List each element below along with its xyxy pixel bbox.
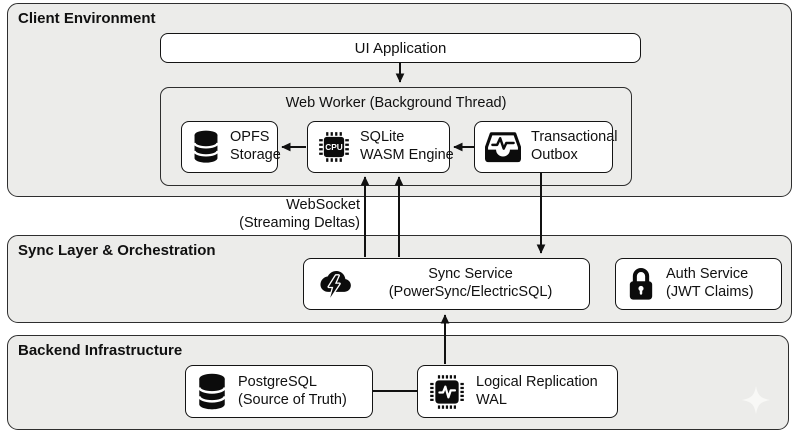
transactional-outbox-label: Transactional Outbox [531, 129, 618, 163]
opfs-storage-node: OPFS Storage [181, 121, 281, 173]
ui-application-node: UI Application [160, 33, 641, 63]
sqlite-wasm-node: CPU SQLite WASM Engine [307, 121, 454, 173]
postgresql-node: PostgreSQL (Source of Truth) [185, 365, 373, 418]
chip-pulse-icon [426, 371, 468, 413]
websocket-edge-label: WebSocket (Streaming Deltas) [239, 197, 360, 231]
cpu-icon: CPU [316, 129, 352, 165]
client-environment-title: Client Environment [18, 10, 156, 27]
auth-service-label: Auth Service (JWT Claims) [666, 266, 754, 300]
backend-infrastructure-title: Backend Infrastructure [18, 342, 183, 359]
postgresql-label: PostgreSQL (Source of Truth) [238, 373, 347, 408]
sparkle-watermark-icon [742, 386, 770, 414]
sync-service-label: Sync Service (PowerSync/ElectricSQL) [388, 266, 553, 300]
lock-icon [624, 265, 658, 303]
web-worker-title: Web Worker (Background Thread) [285, 95, 507, 111]
database-icon [194, 372, 230, 412]
database-icon [190, 129, 222, 165]
opfs-storage-label: OPFS Storage [230, 129, 281, 163]
ui-application-label: UI Application [354, 39, 447, 57]
logical-replication-wal-label: Logical Replication WAL [476, 373, 598, 408]
logical-replication-wal-node: Logical Replication WAL [417, 365, 618, 418]
cloud-lightning-icon [312, 265, 356, 303]
transactional-outbox-node: Transactional Outbox [474, 121, 618, 173]
sync-layer-title: Sync Layer & Orchestration [18, 242, 216, 259]
backend-infrastructure-container [7, 335, 789, 430]
auth-service-node: Auth Service (JWT Claims) [615, 258, 782, 310]
inbox-pulse-icon [483, 129, 523, 165]
svg-text:CPU: CPU [325, 142, 343, 152]
sync-service-node: Sync Service (PowerSync/ElectricSQL) [303, 258, 590, 310]
sqlite-wasm-label: SQLite WASM Engine [360, 129, 454, 163]
